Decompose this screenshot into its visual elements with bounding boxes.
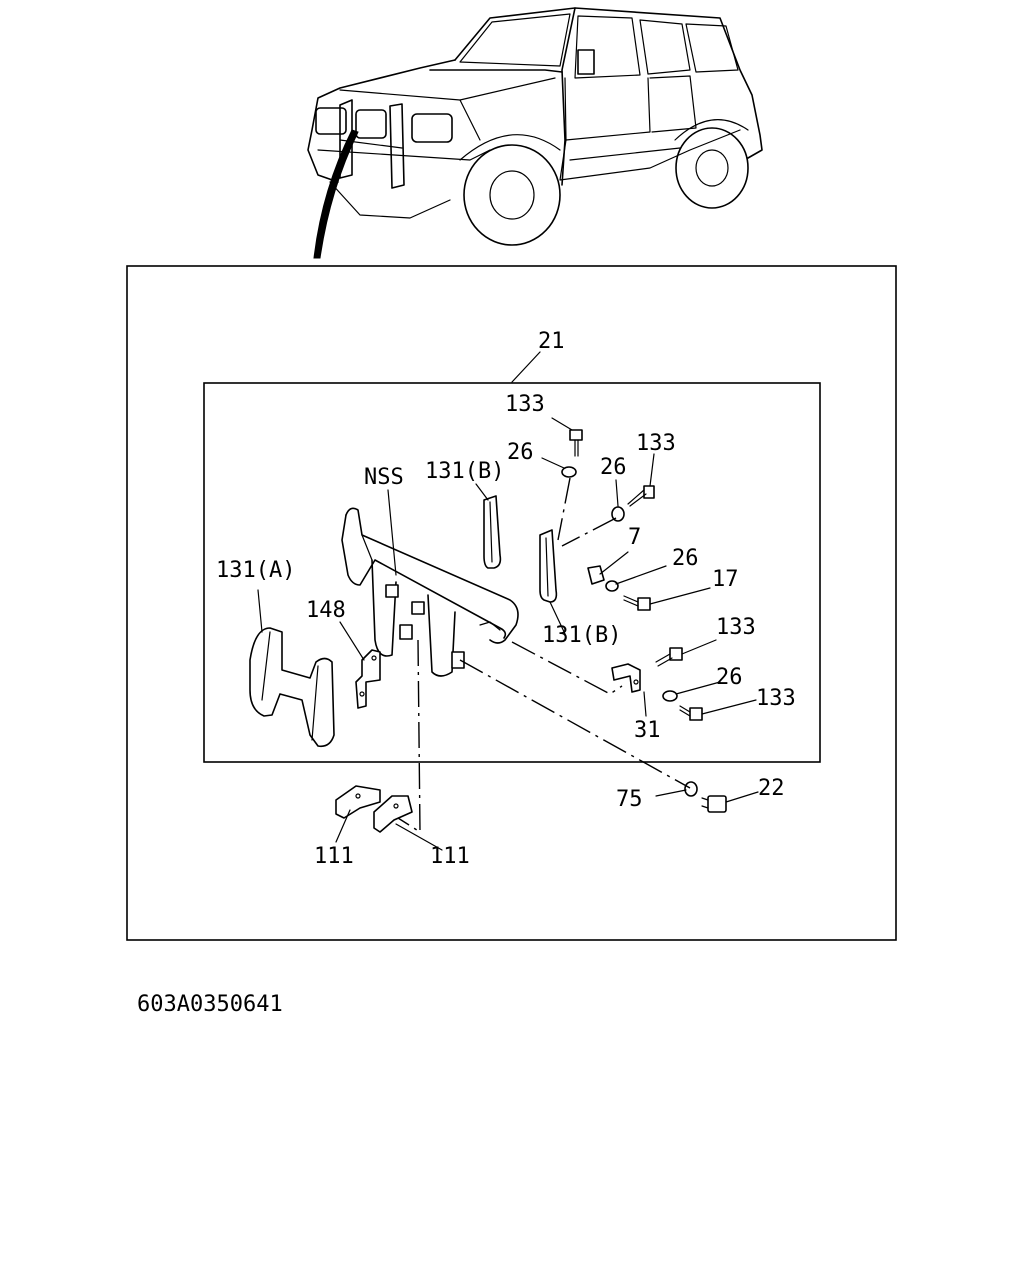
grille-guard-nss [341, 507, 519, 677]
callout-26-lower: 26 [716, 665, 743, 690]
callout-75: 75 [616, 787, 643, 812]
callout-111-left: 111 [314, 844, 354, 869]
bracket-31 [611, 663, 641, 693]
callout-26-mid: 26 [600, 455, 627, 480]
dash-lines [397, 477, 691, 834]
callout-31: 31 [634, 718, 661, 743]
pad-131b-top [483, 495, 502, 569]
clip-7 [587, 565, 605, 585]
callout-22: 22 [758, 776, 785, 801]
callout-17: 17 [712, 567, 739, 592]
washer-75 [684, 781, 698, 797]
bolt-22 [701, 795, 727, 813]
washer-26-right [605, 580, 619, 592]
callout-133-lower: 133 [716, 615, 756, 640]
callout-133-top: 133 [505, 392, 545, 417]
leader-lines [257, 351, 759, 851]
callout-133-bottom: 133 [756, 686, 796, 711]
callout-131b-bottom: 131(B) [542, 623, 621, 648]
callout-148: 148 [306, 598, 346, 623]
callout-21: 21 [538, 329, 565, 354]
callout-26-right: 26 [672, 546, 699, 571]
washer-26-lower [662, 690, 678, 702]
callout-131b-top: 131(B) [425, 459, 504, 484]
callout-7: 7 [628, 525, 641, 550]
drawing-code: 603A0350641 [137, 992, 283, 1017]
screw-133-bottom [679, 705, 703, 721]
screw-133-right [627, 485, 655, 507]
callout-26-top: 26 [507, 440, 534, 465]
callout-111-right: 111 [430, 844, 470, 869]
screw-133-lower [655, 647, 683, 667]
washer-26-top [561, 466, 577, 478]
screw-17 [623, 595, 651, 611]
outer-frame [126, 265, 897, 941]
callout-nss: NSS [364, 465, 404, 490]
pad-131a [249, 627, 335, 748]
bracket-111-right [373, 795, 413, 833]
screw-133-top [569, 429, 583, 457]
callout-133-right: 133 [636, 431, 676, 456]
vehicle-illustration [307, 7, 763, 259]
bracket-148 [355, 649, 381, 709]
bracket-111-left [335, 785, 381, 819]
assembly-frame [203, 382, 821, 763]
washer-26-mid [611, 506, 625, 522]
callout-131a: 131(A) [216, 558, 295, 583]
